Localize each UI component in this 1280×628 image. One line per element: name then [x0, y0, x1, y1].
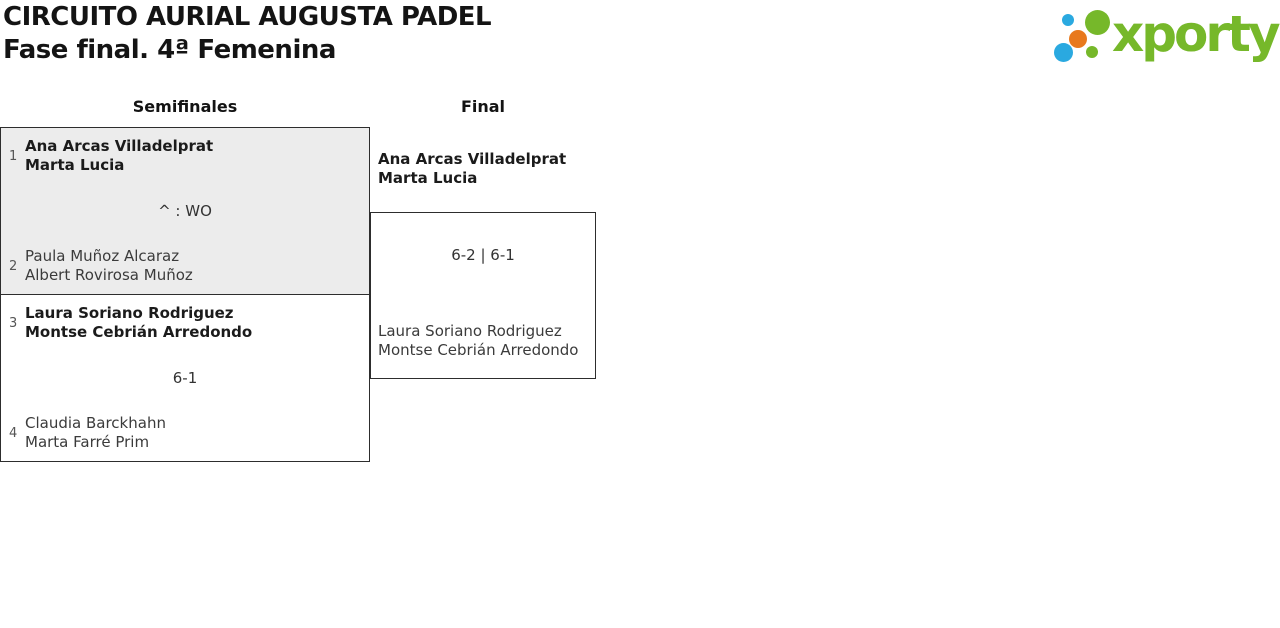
round-title-semifinals: Semifinales — [132, 97, 238, 116]
player-name: Ana Arcas Villadelprat — [378, 150, 567, 168]
xporty-logo[interactable]: xporty — [1050, 0, 1280, 72]
phase-subtitle: Fase final. 4ª Femenina — [3, 35, 336, 65]
tournament-title: CIRCUITO AURIAL AUGUSTA PADEL — [3, 2, 492, 32]
team-row: 4 Claudia Barckhahn Marta Farré Prim — [9, 414, 361, 452]
player-name: Marta Lucia — [378, 169, 478, 187]
player-name: Paula Muñoz Alcaraz — [25, 247, 180, 265]
player-name: Montse Cebrián Arredondo — [25, 323, 253, 341]
semifinal-match-2[interactable]: 3 Laura Soriano Rodriguez Montse Cebrián… — [0, 294, 370, 462]
semifinal-match-1[interactable]: 1 Ana Arcas Villadelprat Marta Lucia ^ :… — [0, 127, 370, 295]
team-row: 1 Ana Arcas Villadelprat Marta Lucia — [9, 137, 361, 175]
team-players-winner: Ana Arcas Villadelprat Marta Lucia — [25, 137, 213, 175]
logo-dot-icon — [1054, 43, 1073, 62]
player-name: Laura Soriano Rodriguez — [25, 304, 234, 322]
final-match-score: 6-2 | 6-1 — [451, 246, 515, 264]
final-winner-team: Ana Arcas Villadelprat Marta Lucia — [378, 150, 593, 188]
player-name: Laura Soriano Rodriguez — [378, 322, 562, 340]
player-name: Claudia Barckhahn — [25, 414, 166, 432]
final-runner-up-team: Laura Soriano Rodriguez Montse Cebrián A… — [378, 322, 590, 360]
seed-number: 1 — [9, 148, 18, 164]
player-name: Marta Farré Prim — [25, 433, 150, 451]
logo-dot-icon — [1062, 14, 1074, 26]
final-match[interactable]: 6-2 | 6-1 Laura Soriano Rodriguez Montse… — [370, 212, 596, 379]
seed-number: 2 — [9, 258, 18, 274]
logo-wordmark: xporty — [1112, 5, 1280, 63]
player-name: Marta Lucia — [25, 156, 125, 174]
seed-number: 4 — [9, 425, 18, 441]
team-players: Claudia Barckhahn Marta Farré Prim — [25, 414, 166, 452]
page-title: CIRCUITO AURIAL AUGUSTA PADEL Fase final… — [3, 1, 492, 67]
team-row: 2 Paula Muñoz Alcaraz Albert Rovirosa Mu… — [9, 247, 361, 285]
match-score: 6-1 — [172, 368, 198, 387]
logo-dot-icon — [1069, 30, 1087, 48]
team-players-winner: Laura Soriano Rodriguez Montse Cebrián A… — [25, 304, 252, 342]
player-name: Ana Arcas Villadelprat — [25, 137, 214, 155]
logo-dot-icon — [1085, 10, 1110, 35]
logo-dot-icon — [1086, 46, 1098, 58]
player-name: Montse Cebrián Arredondo — [378, 341, 579, 359]
seed-number: 3 — [9, 315, 18, 331]
player-name: Albert Rovirosa Muñoz — [25, 266, 193, 284]
team-players: Paula Muñoz Alcaraz Albert Rovirosa Muño… — [25, 247, 193, 285]
match-score: ^ : WO — [158, 201, 212, 220]
round-title-final: Final — [460, 97, 506, 116]
team-row: 3 Laura Soriano Rodriguez Montse Cebrián… — [9, 304, 361, 342]
